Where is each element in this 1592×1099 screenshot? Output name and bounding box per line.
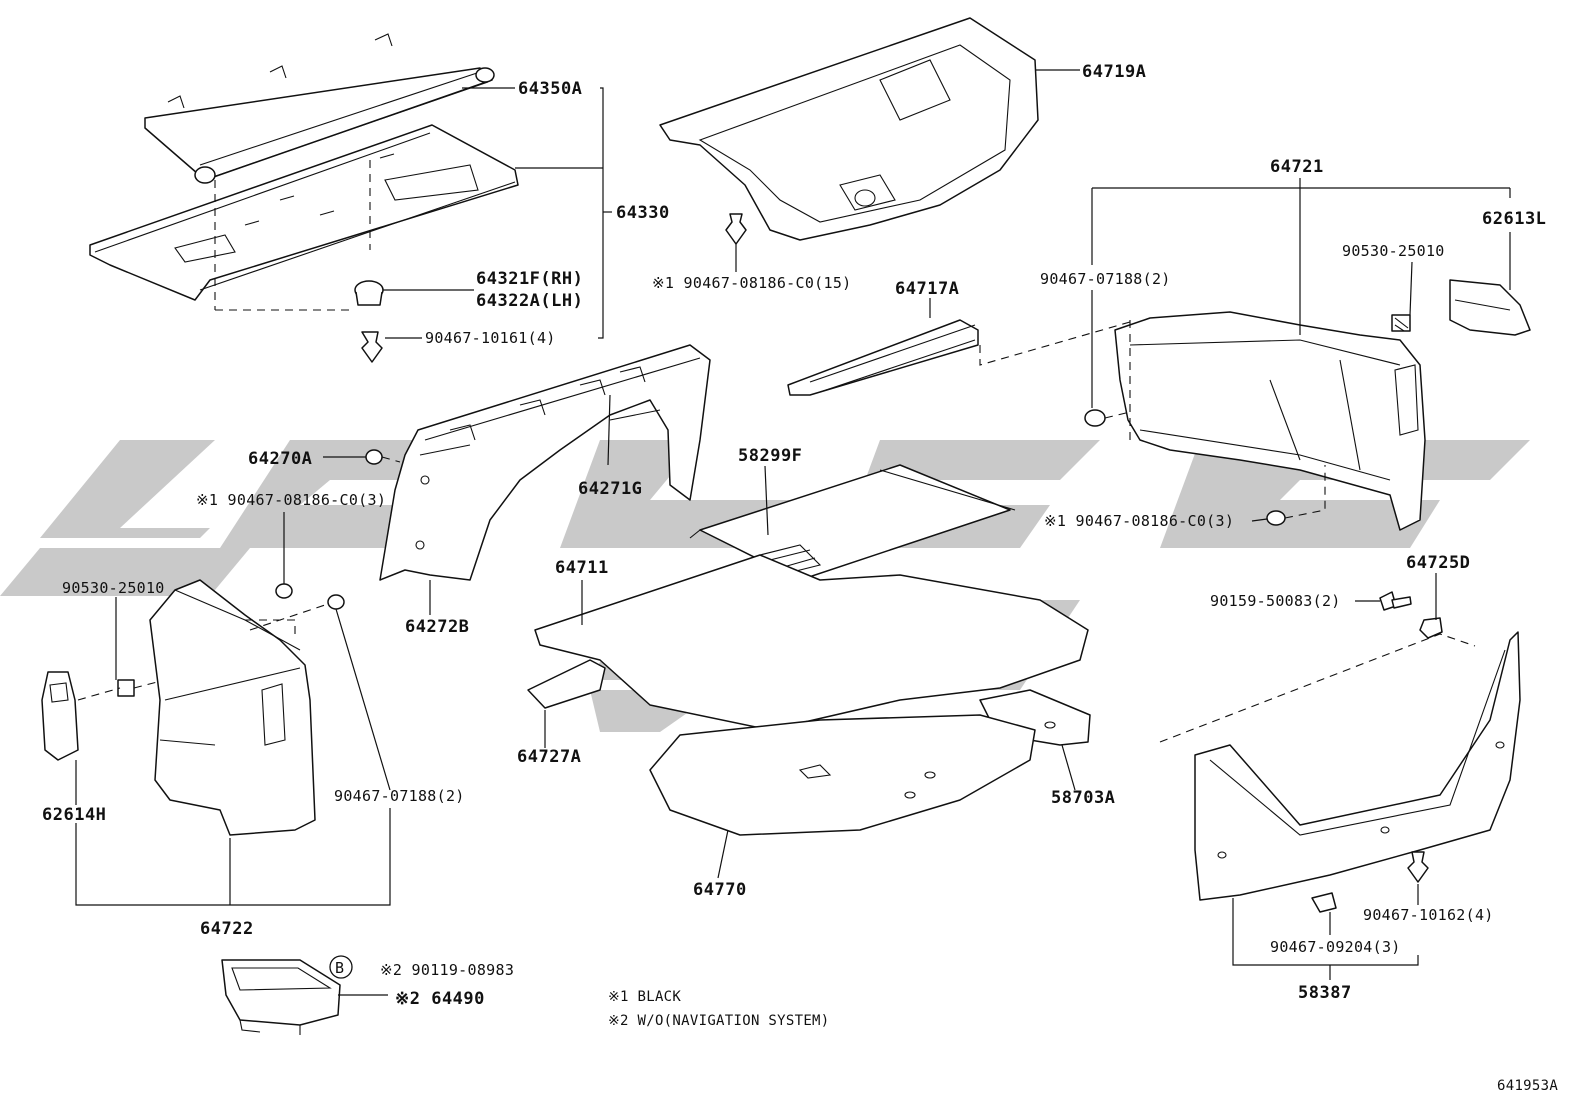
label-64722: 64722 <box>200 919 254 939</box>
part-64711-floor-mat <box>534 554 1089 731</box>
callout-labels: 64350A 64330 64321F(RH) 64322A(LH) 90467… <box>42 62 1546 1009</box>
label-90159-50083: 90159-50083(2) <box>1210 592 1341 610</box>
label-58703A: 58703A <box>1051 788 1115 808</box>
part-90159-50083-bolt <box>1379 591 1412 611</box>
label-64711: 64711 <box>555 558 609 578</box>
label-90467-07188-left: 90467-07188(2) <box>334 787 465 805</box>
legend-notes: ※1 BLACK ※2 W/O(NAVIGATION SYSTEM) <box>608 989 830 1029</box>
label-64270A: 64270A <box>248 449 312 469</box>
circle-b-letter: B <box>335 959 344 977</box>
label-90467-08186-3-right: ※1 90467-08186-C0(3) <box>1044 512 1234 530</box>
part-64721-quarter-trim <box>1084 311 1426 531</box>
part-90467-08186-clip-right <box>1266 465 1326 526</box>
part-64727A-piece <box>527 659 606 709</box>
leader-lines <box>75 69 1511 996</box>
part-90467-09204-clip <box>1311 892 1337 913</box>
part-64330-package-tray <box>89 124 519 311</box>
part-90467-10161-clip <box>361 331 383 363</box>
part-64490-tray <box>221 959 341 1035</box>
part-64717A-bracket <box>787 319 1131 396</box>
label-64725D: 64725D <box>1406 553 1470 573</box>
label-64727A: 64727A <box>517 747 581 767</box>
label-64719A: 64719A <box>1082 62 1146 82</box>
label-64321F: 64321F(RH) <box>476 269 583 289</box>
label-90119-08983: ※2 90119-08983 <box>380 961 514 979</box>
label-64322A: 64322A(LH) <box>476 291 583 311</box>
label-64350A: 64350A <box>518 79 582 99</box>
part-64271G-wheelhouse-trim <box>379 344 711 581</box>
part-90530-25010-clip-left <box>77 679 166 701</box>
note-navigation: ※2 W/O(NAVIGATION SYSTEM) <box>608 1013 830 1029</box>
part-62614H-trim <box>41 671 79 761</box>
part-64321F-cap <box>354 280 384 306</box>
label-64770: 64770 <box>693 880 747 900</box>
label-90467-10162: 90467-10162(4) <box>1363 906 1494 924</box>
note-black: ※1 BLACK <box>608 989 681 1005</box>
label-64717A: 64717A <box>895 279 959 299</box>
label-64330: 64330 <box>616 203 670 223</box>
label-58387: 58387 <box>1298 983 1352 1003</box>
label-64271G: 64271G <box>578 479 642 499</box>
part-90467-08186-clip-left <box>275 583 293 599</box>
part-90530-25010-clip-right <box>1391 314 1411 332</box>
part-58387-back-trim <box>1159 631 1521 901</box>
label-90530-25010-right: 90530-25010 <box>1342 242 1445 260</box>
label-64490: ※2 64490 <box>395 989 485 1009</box>
part-64725D-clip <box>1419 617 1443 639</box>
label-62614H: 62614H <box>42 805 106 825</box>
label-90467-09204: 90467-09204(3) <box>1270 938 1401 956</box>
part-64770-floor-board <box>649 714 1036 836</box>
part-64350A-roller <box>144 33 495 184</box>
label-64721: 64721 <box>1270 157 1324 177</box>
label-90467-08186-15: ※1 90467-08186-C0(15) <box>652 274 851 292</box>
part-64719A-lid-trim <box>659 17 1039 241</box>
label-64272B: 64272B <box>405 617 469 637</box>
label-62613L: 62613L <box>1482 209 1546 229</box>
part-64722-quarter-trim <box>149 579 326 836</box>
label-90467-08186-3-left: ※1 90467-08186-C0(3) <box>196 491 386 509</box>
part-90467-10162-clip <box>1407 851 1429 883</box>
circle-b-marker: B <box>329 955 353 979</box>
label-90467-07188-right: 90467-07188(2) <box>1040 270 1171 288</box>
label-58299F: 58299F <box>738 446 802 466</box>
figure-id: 641953A <box>1497 1078 1558 1094</box>
part-62613L-trim <box>1449 279 1531 336</box>
label-90530-25010-left: 90530-25010 <box>62 579 165 597</box>
part-90467-08186-clip-top <box>725 213 747 245</box>
label-90467-10161: 90467-10161(4) <box>425 329 556 347</box>
part-90467-07188-clip-left <box>327 594 345 610</box>
